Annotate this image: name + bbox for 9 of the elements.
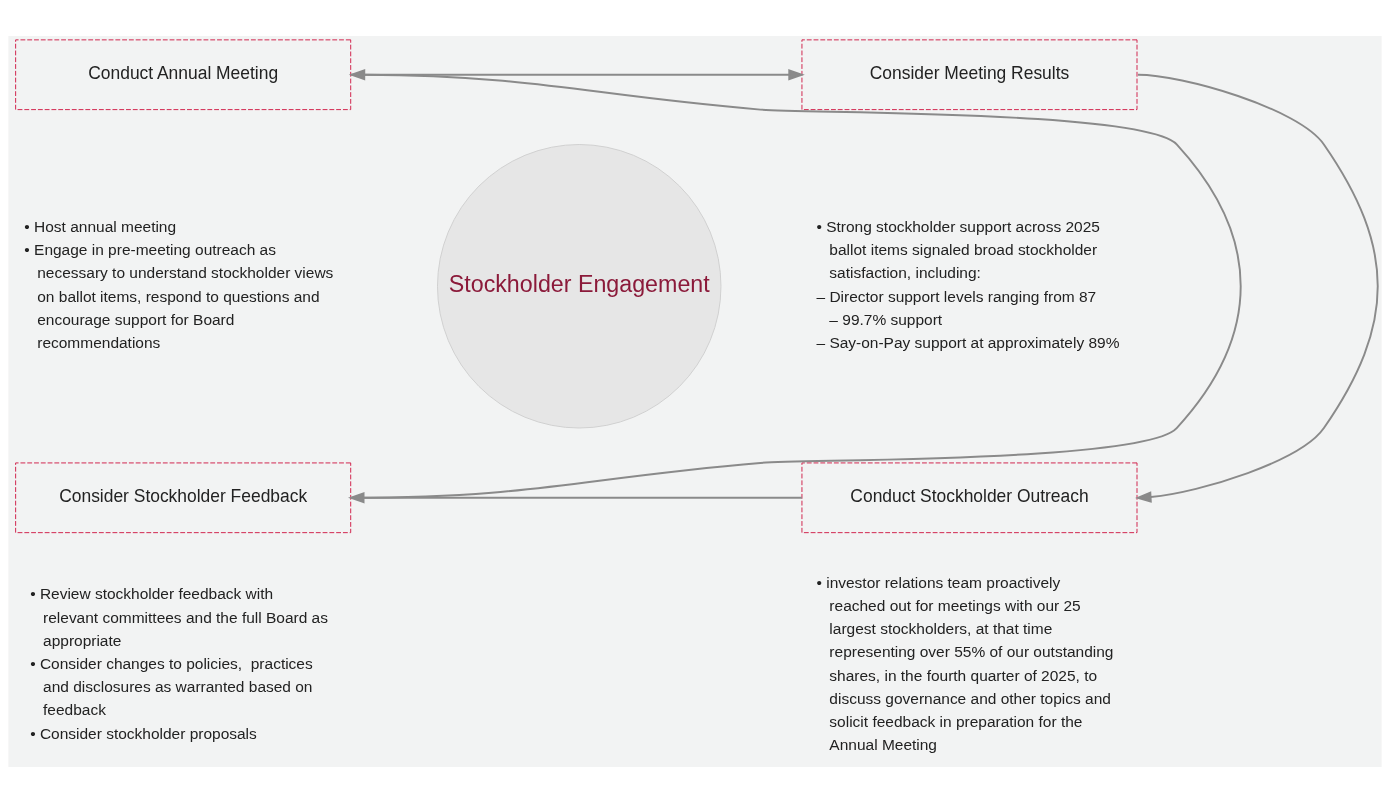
node-label: • Review stockholder feedback with relevant committees and the full Board as appropriate bbox=[30, 584, 328, 649]
node-label: • Consider changes to policies, practices and disclosures as warranted based on feedback bbox=[30, 654, 313, 718]
node-label: • Host annual meeting bbox=[24, 217, 177, 235]
node-label: • Engage in pre-meeting outreach as necessary to understand stockholder views on ballot items, respond to questions and encourage support for Board recommendations bbox=[24, 240, 334, 351]
node-label: • Consider stockholder proposals bbox=[30, 724, 257, 742]
node-label: – Director support levels ranging from 87 – 99.7% support bbox=[816, 287, 1097, 328]
node-label: • Strong stockholder support across 2025 ballot items signaled broad stockholder satisfaction, including: bbox=[816, 217, 1100, 281]
node-label: • investor relations team proactively reached out for meetings with our 25 largest stockholders, at that time representing over 55% of our outstanding shares, in the fourth quarter of 2025, to discuss governance and other topics and solicit feedback in preparation for the Annual Meeting bbox=[816, 573, 1114, 753]
node-label: – Say-on-Pay support at approximately 89% bbox=[816, 333, 1120, 351]
